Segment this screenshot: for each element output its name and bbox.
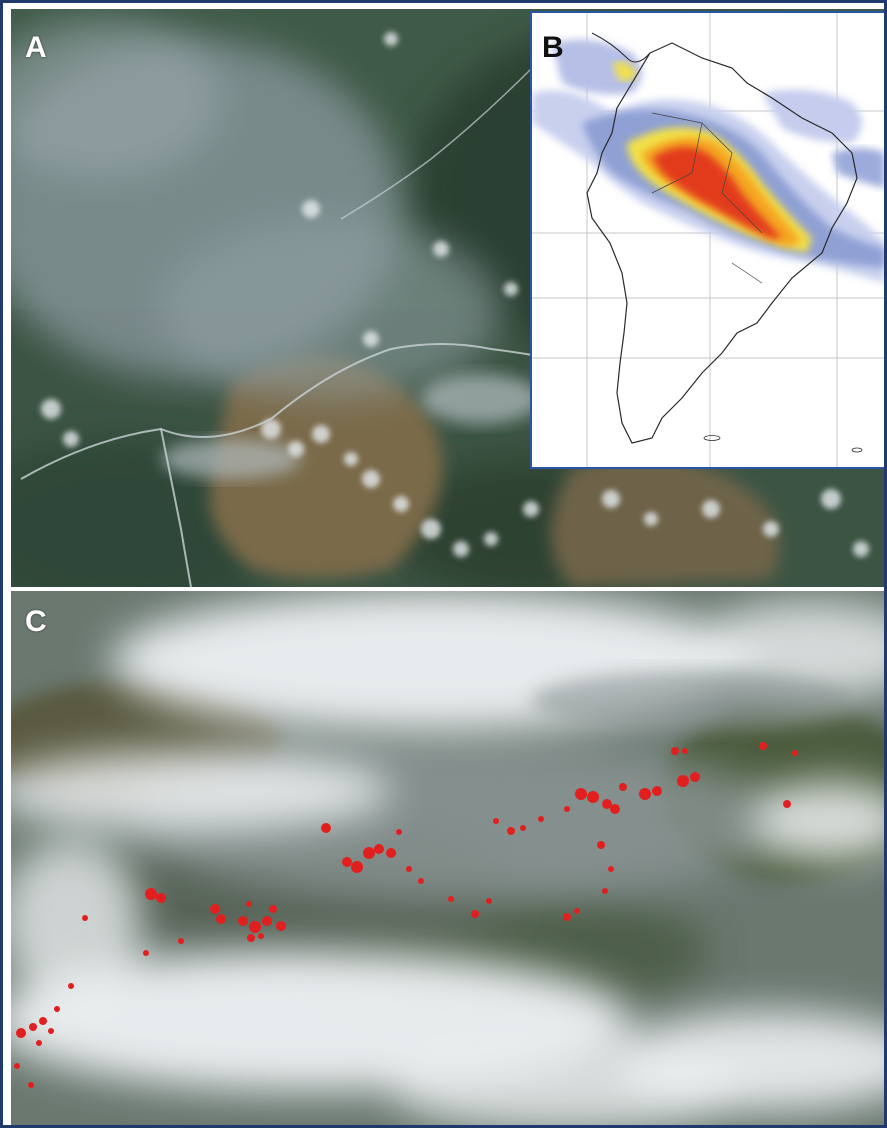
- panel-c-image: [11, 591, 884, 1125]
- cloud-cover: [11, 591, 884, 1125]
- panel-c-fire-hotspots: C: [11, 591, 884, 1125]
- aerosol-plume: [532, 39, 884, 283]
- panel-label-b: B: [542, 31, 564, 64]
- panel-label-a: A: [25, 31, 47, 64]
- fire-hotspots: [14, 742, 798, 1088]
- panel-b-map: [532, 13, 884, 467]
- south-america-outline: [586, 42, 858, 444]
- panel-b-aerosol-map: B: [530, 11, 884, 469]
- panel-label-c: C: [25, 605, 47, 638]
